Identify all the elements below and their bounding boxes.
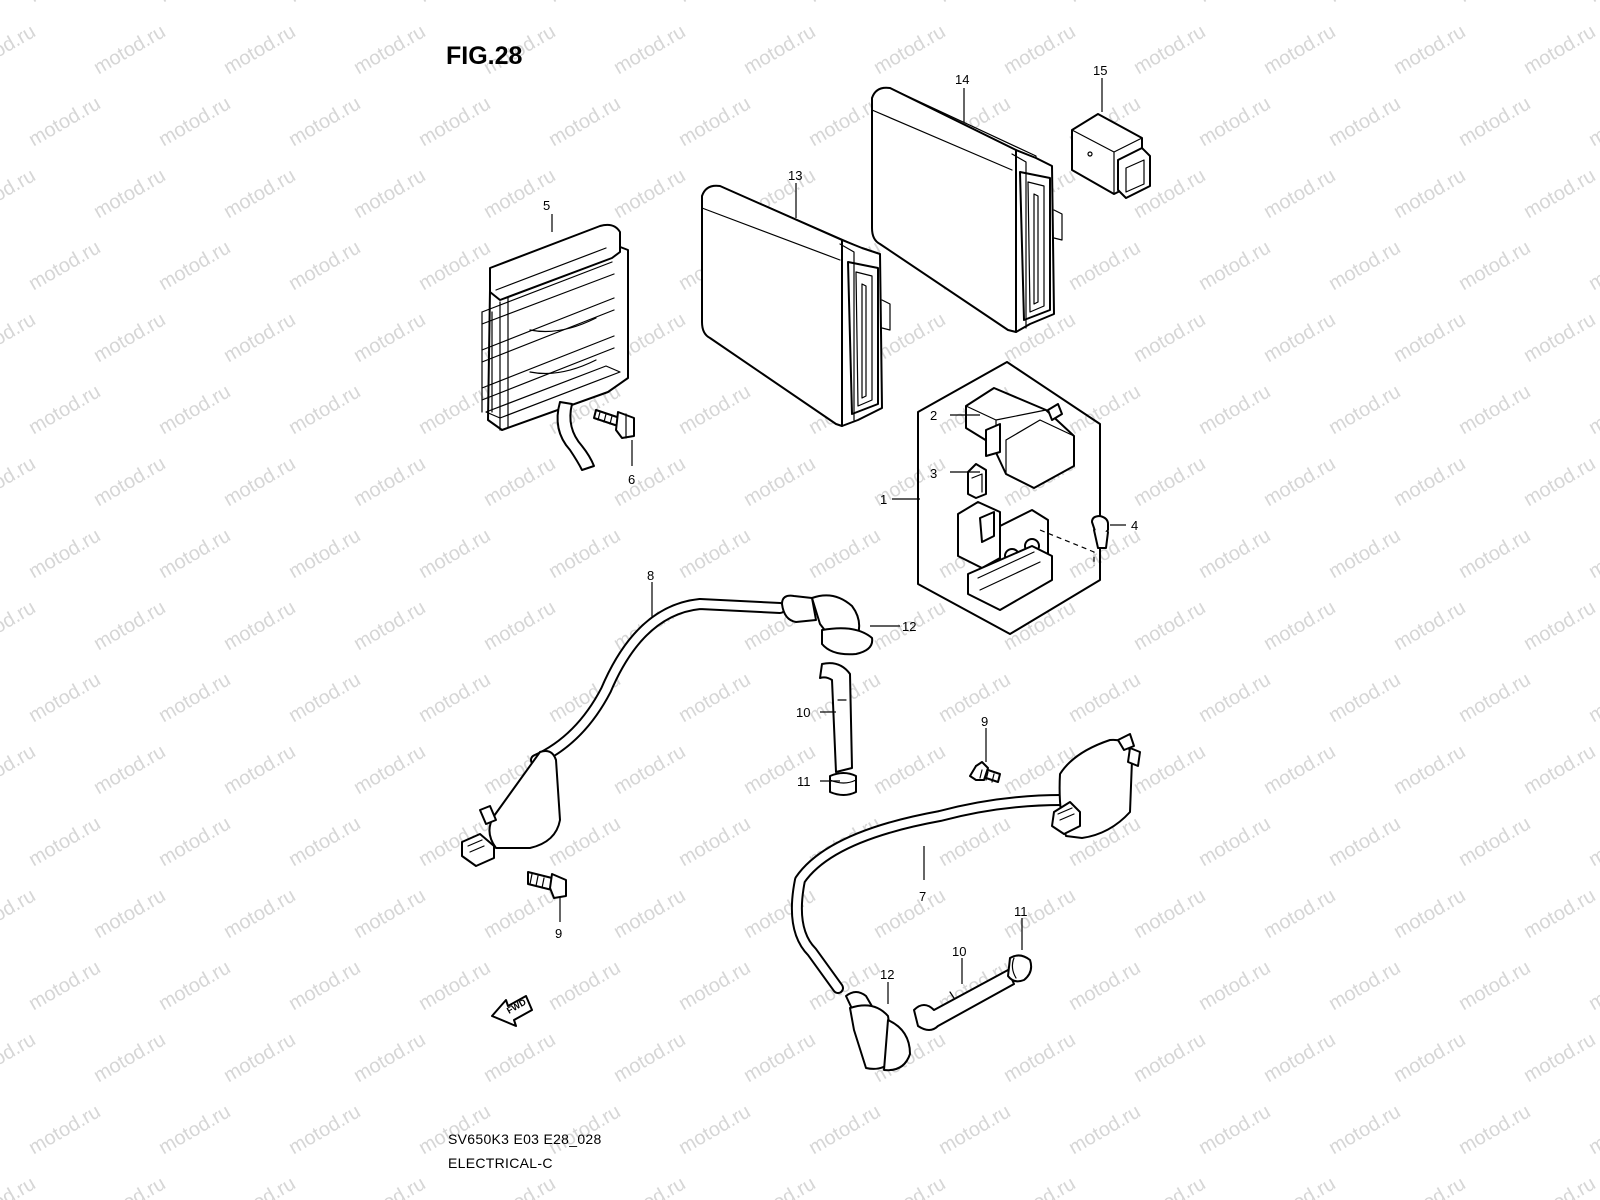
plug-cap-upper-drawing [781,594,874,796]
callout-10-upper: 10 [796,705,810,720]
callout-11-lower: 11 [1014,904,1028,919]
callout-5: 5 [543,198,550,213]
ignition-coil-left-drawing [461,598,786,899]
callout-8: 8 [647,568,654,583]
callout-3: 3 [930,466,937,481]
callout-9-right: 9 [981,714,988,729]
callout-12-lower: 12 [880,967,894,982]
bolt-drawing [593,409,635,439]
bolt-9-right-drawing [969,761,1001,783]
callout-14: 14 [955,72,969,87]
callout-1: 1 [880,492,887,507]
callout-6: 6 [628,472,635,487]
figure-title: FIG.28 [446,42,523,70]
callout-12-upper: 12 [902,619,916,634]
callout-9-left: 9 [555,926,562,941]
fwd-arrow-icon: FWD [491,995,533,1027]
callout-7: 7 [919,889,926,904]
drawing-code: SV650K3 E03 E28_028 [448,1131,602,1147]
regulator-rectifier-drawing [481,223,629,471]
group-name: ELECTRICAL-C [448,1155,553,1171]
ecm-14-drawing [871,86,1063,333]
relay-15-drawing [1071,113,1151,199]
callout-4: 4 [1131,518,1138,533]
ecm-13-drawing [701,184,891,427]
callout-10-lower: 10 [952,944,966,959]
callout-11-upper: 11 [797,774,811,789]
starter-relay-assembly-drawing [917,361,1109,635]
callout-15: 15 [1093,63,1107,78]
callout-labels: 5 6 13 14 15 2 3 1 4 8 12 10 11 9 9 7 10… [543,63,1138,982]
plug-cap-lower-drawing [845,954,1033,1072]
callout-2: 2 [930,408,937,423]
leader-lines [551,78,1126,1004]
ignition-coil-right-drawing [790,733,1141,994]
callout-13: 13 [788,168,802,183]
